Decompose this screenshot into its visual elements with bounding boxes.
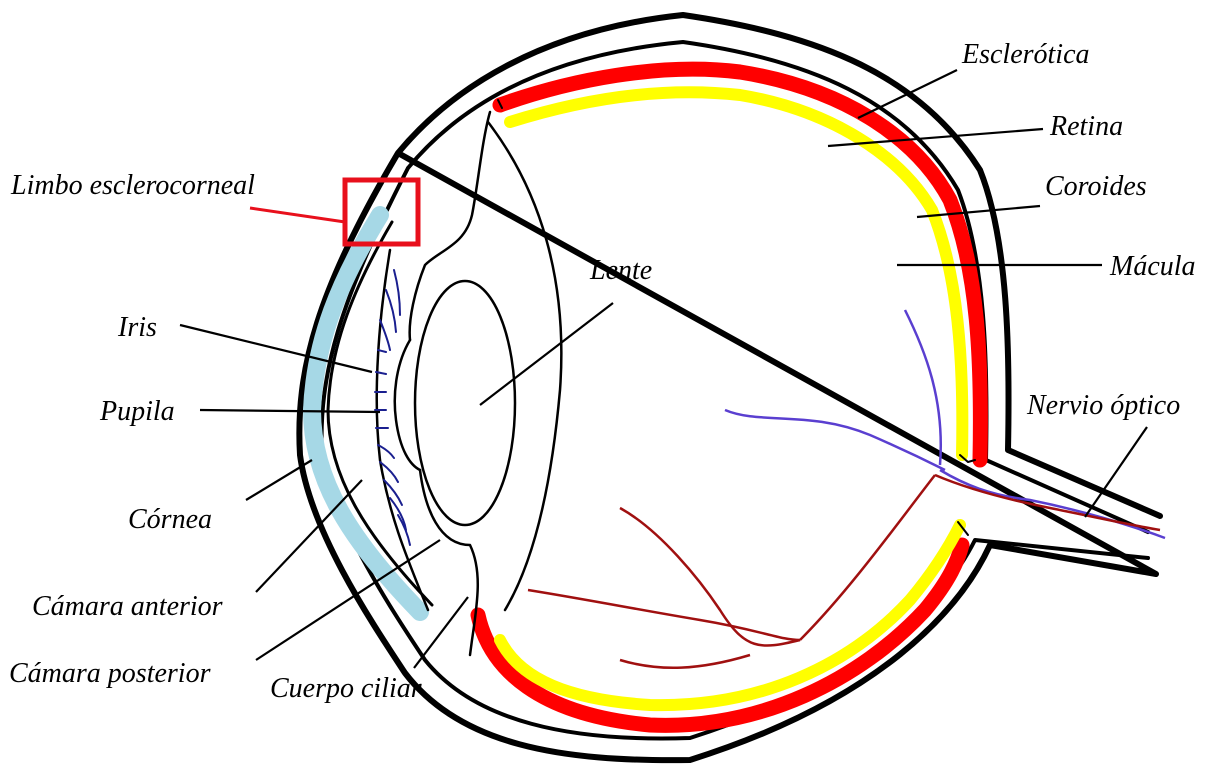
label-macula: Mácula [1109,251,1196,282]
iris-strokes [375,270,410,545]
label-esclerotica: Esclerótica [961,39,1090,70]
label-nervio-optico: Nervio óptico [1026,390,1180,421]
label-camara-posterior: Cámara posterior [9,658,211,689]
limbus-leader [250,208,345,222]
retinal-arteries [528,475,1160,668]
label-cornea: Córnea [128,504,212,535]
label-iris: Iris [117,312,157,343]
label-coroides: Coroides [1045,171,1147,202]
retina-layer-lower [500,525,960,705]
lens [415,281,515,525]
label-retina: Retina [1049,111,1123,142]
label-limbo-esclerocorneal: Limbo esclerocorneal [10,170,255,201]
label-lente: Lente [589,255,652,286]
label-pupila: Pupila [99,396,175,427]
retinal-veins [725,310,1165,538]
label-camara-anterior: Cámara anterior [32,591,223,622]
label-cuerpo-ciliar: Cuerpo ciliar [270,673,422,704]
retina-layer [510,92,962,455]
